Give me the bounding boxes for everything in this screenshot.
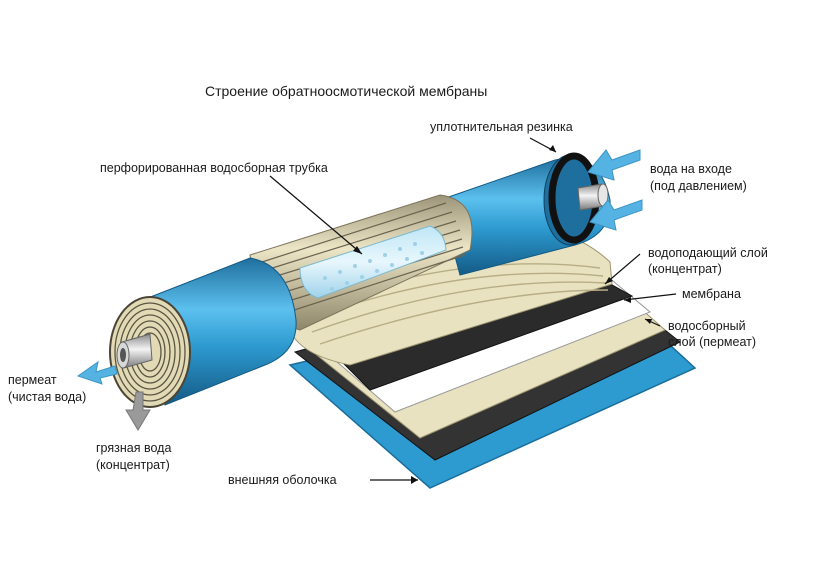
label-perm-layer-2: слой (пермеат): [668, 335, 756, 349]
label-inlet-1: вода на входе: [650, 162, 732, 176]
label-shell: внешняя оболочка: [228, 473, 337, 487]
label-permeate-1: пермеат: [8, 373, 57, 387]
label-dirty-2: (концентрат): [96, 458, 170, 472]
label-dirty-1: грязная вода: [96, 441, 171, 455]
label-feed-1: водоподающий слой: [648, 246, 768, 260]
label-seal: уплотнительная резинка: [430, 120, 573, 134]
label-permeate-2: (чистая вода): [8, 390, 86, 404]
label-feed-2: (концентрат): [648, 262, 722, 276]
label-membrane: мембрана: [682, 287, 741, 301]
label-perm-layer-1: водосборный: [668, 319, 746, 333]
diagram-title: Строение обратноосмотической мембраны: [205, 83, 487, 99]
label-tube: перфорированная водосборная трубка: [100, 161, 328, 175]
label-inlet-2: (под давлением): [650, 179, 747, 193]
